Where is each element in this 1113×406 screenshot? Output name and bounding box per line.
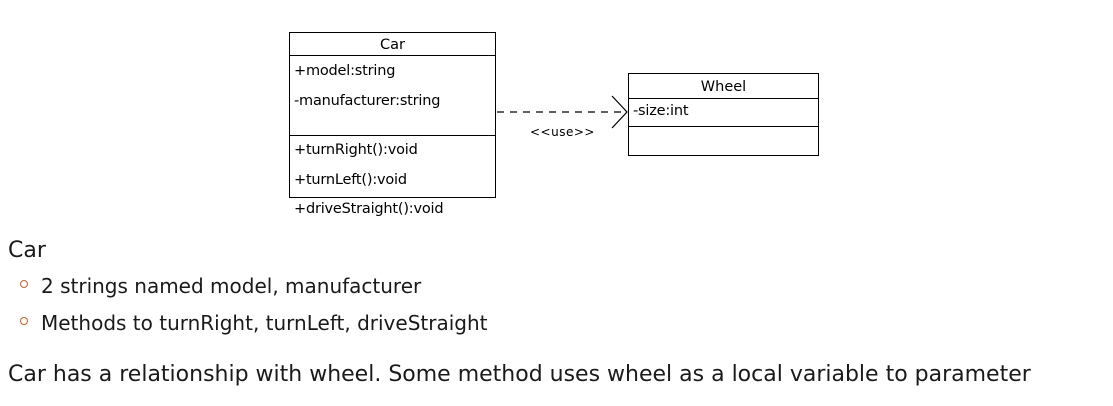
car-method-turn-left: +turnLeft():void (294, 171, 407, 188)
car-attribute-model: +model:string (294, 63, 396, 79)
circle-bullet-icon (20, 280, 28, 288)
car-methods-section: +turnRight():void +turnLeft():void +driv… (290, 136, 495, 225)
wheel-class-box: Wheel -size:int (628, 73, 819, 156)
relationship-description: Car has a relationship with wheel. Some … (8, 362, 1031, 387)
wheel-attribute-size: -size:int (633, 103, 689, 119)
car-class-name: Car (290, 33, 495, 56)
bullet-item-methods: Methods to turnRight, turnLeft, driveStr… (20, 305, 487, 342)
subject-heading: Car (8, 238, 46, 263)
car-attribute-manufacturer: -manufacturer:string (294, 93, 441, 109)
wheel-attributes-section: -size:int (629, 99, 818, 127)
car-class-box: Car +model:string -manufacturer:string +… (289, 32, 496, 217)
circle-bullet-icon (20, 317, 28, 325)
bullet-text: Methods to turnRight, turnLeft, driveStr… (41, 311, 488, 335)
dependency-stereotype-label: <<use>> (530, 125, 595, 139)
car-method-turn-right: +turnRight():void (294, 142, 418, 158)
car-method-drive-straight: +driveStraight():void (294, 201, 444, 217)
bullet-list: 2 strings named model, manufacturer Meth… (20, 268, 487, 342)
car-attributes-section: +model:string -manufacturer:string (290, 56, 495, 136)
bullet-text: 2 strings named model, manufacturer (41, 274, 422, 298)
dependency-arrowhead-icon (611, 95, 628, 129)
bullet-item-strings: 2 strings named model, manufacturer (20, 268, 487, 305)
wheel-class-name: Wheel (629, 74, 818, 99)
